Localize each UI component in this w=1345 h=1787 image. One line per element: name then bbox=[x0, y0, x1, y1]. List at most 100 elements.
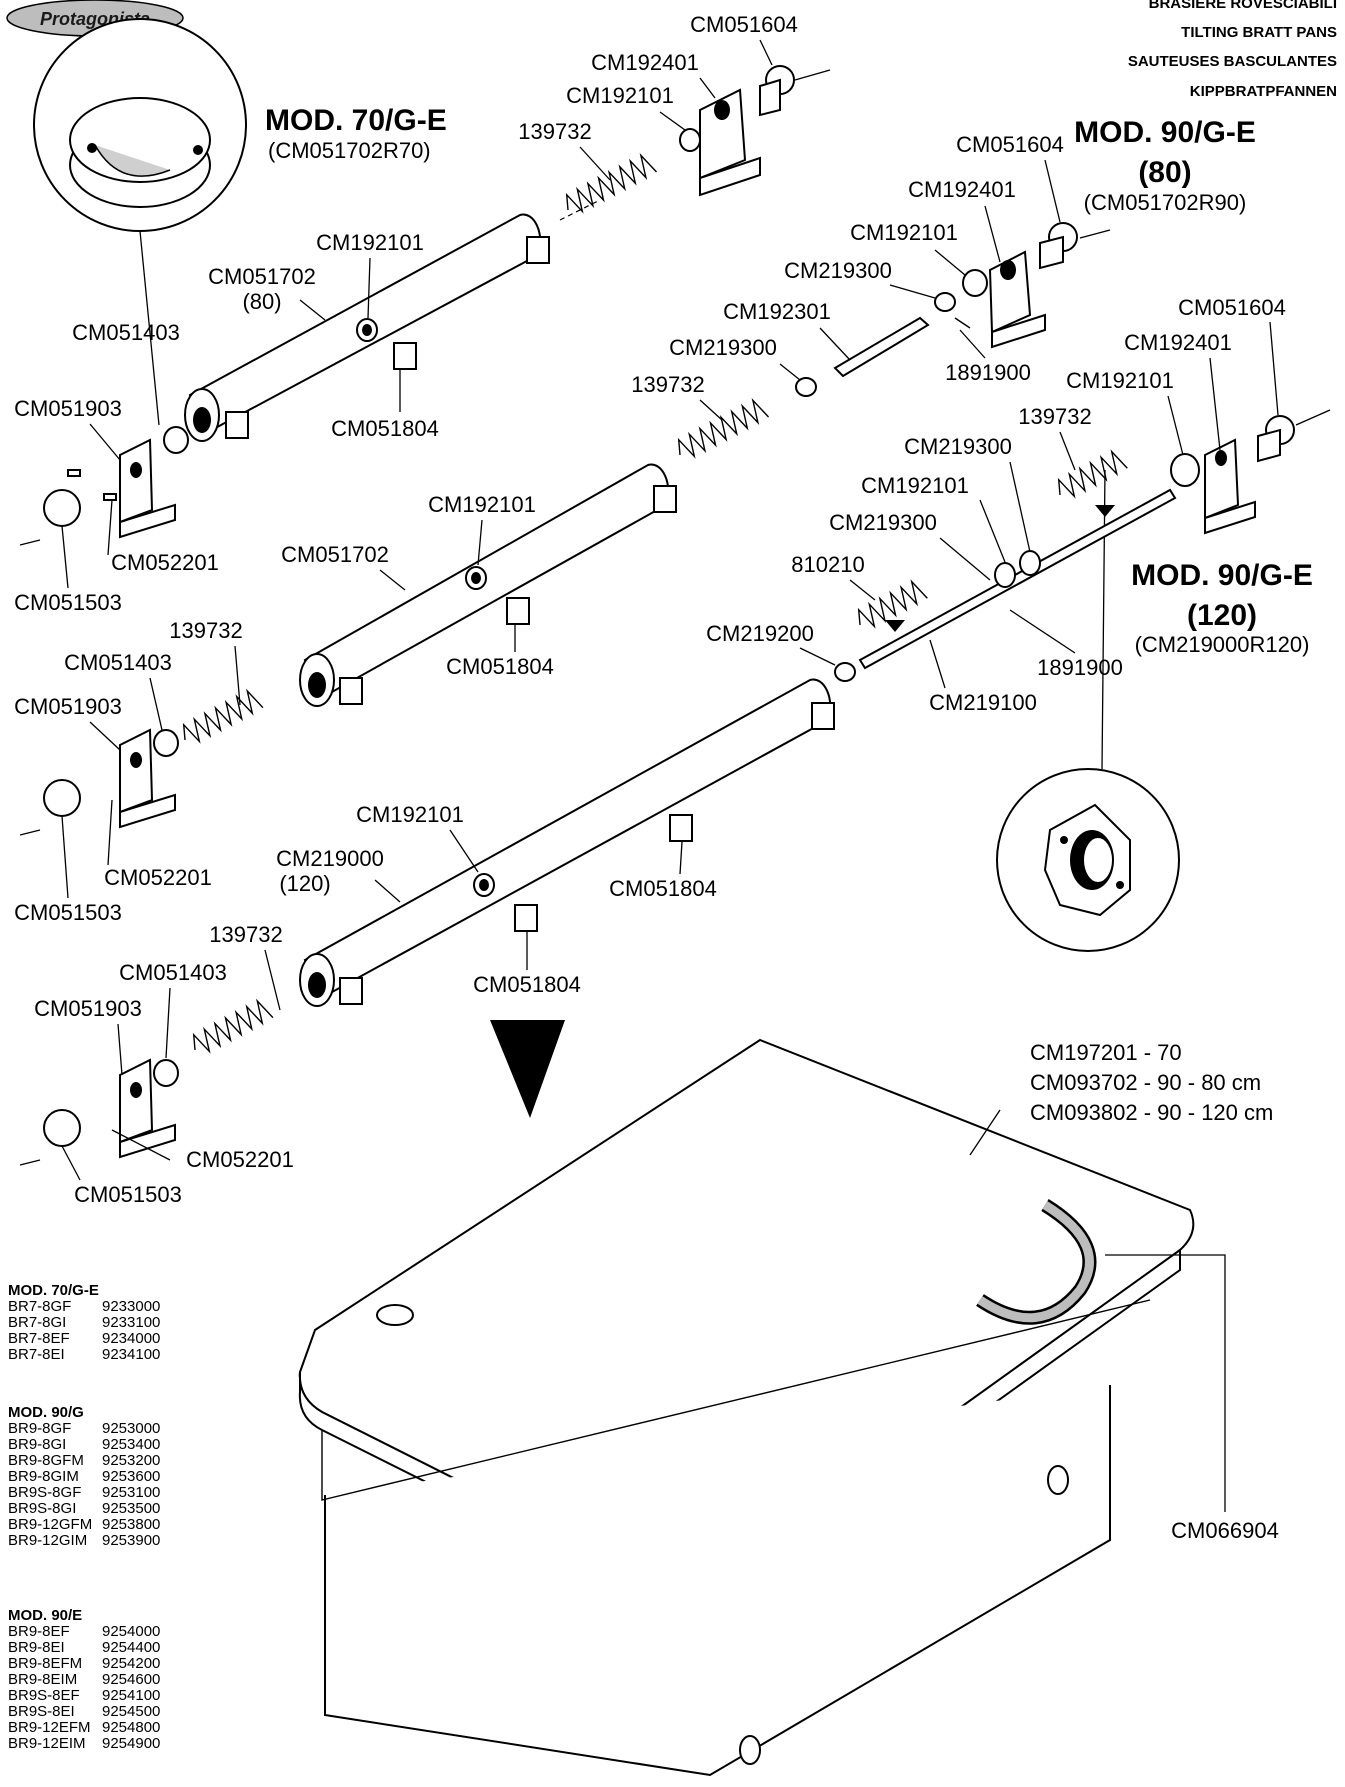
label-collar-mid: CM051403 bbox=[64, 650, 172, 675]
label-ring-90-80-b: CM219300 bbox=[669, 335, 777, 360]
label-ring-90-80: CM219300 bbox=[784, 258, 892, 283]
bratt-pan bbox=[298, 1038, 1226, 1777]
model-90-120-title: MOD. 90/G-E (120) (CM219000R120) bbox=[1131, 559, 1313, 657]
label-lid-3: CM093802 - 90 - 120 cm bbox=[1030, 1100, 1273, 1125]
model-code: BR9-12EFM bbox=[8, 1719, 91, 1736]
label-block-120-a: CM051804 bbox=[609, 876, 717, 901]
article-number: 9254000 bbox=[102, 1623, 160, 1640]
model-code: BR9-8EIM bbox=[8, 1671, 77, 1688]
article-number: 9253000 bbox=[102, 1420, 160, 1437]
label-spring-90-120: 139732 bbox=[1018, 404, 1091, 429]
label-block-mid: CM051804 bbox=[446, 654, 554, 679]
label-flange-90-80: CM051604 bbox=[956, 132, 1064, 157]
label-flange-left-mid: CM051503 bbox=[14, 900, 122, 925]
label-bracket-left-mid: CM051903 bbox=[14, 694, 122, 719]
header-line-4: KIPPBRATPFANNEN bbox=[1190, 83, 1337, 100]
label-bushing-90-120: CM192101 bbox=[1066, 368, 1174, 393]
article-number: 9253900 bbox=[102, 1532, 160, 1549]
header-line-3: SAUTEUSES BASCULANTES bbox=[1128, 53, 1337, 70]
label-lid-1: CM197201 - 70 bbox=[1030, 1040, 1182, 1065]
model-90-80-title: MOD. 90/G-E (80) (CM051702R90) bbox=[1074, 116, 1256, 215]
model-code: BR9S-8GF bbox=[8, 1484, 81, 1501]
model-code: BR9S-8EF bbox=[8, 1687, 80, 1704]
model-code: BR9-8GIM bbox=[8, 1468, 79, 1485]
label-cap: CM219200 bbox=[706, 621, 814, 646]
label-collar-70: CM051403 bbox=[72, 320, 180, 345]
label-flange-left-120: CM051503 bbox=[74, 1182, 182, 1207]
svg-text:(CM219000R120): (CM219000R120) bbox=[1135, 632, 1310, 657]
label-spring-90-80: 139732 bbox=[631, 372, 704, 397]
label-shaft-120-size: (120) bbox=[279, 871, 330, 896]
model-table-title: MOD. 90/E bbox=[8, 1607, 82, 1624]
label-pin-mid: CM052201 bbox=[104, 865, 212, 890]
article-number: 9254800 bbox=[102, 1719, 160, 1736]
model-code: BR9-8EF bbox=[8, 1623, 70, 1640]
header-titles: BRASIERE ROVESCIABILI TILTING BRATT PANS… bbox=[1128, 0, 1337, 100]
label-shaft-120-code: CM219000 bbox=[276, 846, 384, 871]
model-code: BR9-12GFM bbox=[8, 1516, 92, 1533]
label-pin-1891-b: 1891900 bbox=[1037, 655, 1123, 680]
assembly-mod-90-120 bbox=[19, 409, 1331, 1166]
model-code: BR9-12EIM bbox=[8, 1735, 86, 1752]
label-flange-top: CM051604 bbox=[690, 12, 798, 37]
label-ring-90-120-b: CM219300 bbox=[829, 510, 937, 535]
model-code: BR9-12GIM bbox=[8, 1532, 87, 1549]
model-code: BR7-8GF bbox=[8, 1298, 71, 1315]
label-bushing-90-80: CM192101 bbox=[850, 220, 958, 245]
header-line-2: TILTING BRATT PANS bbox=[1181, 24, 1337, 41]
model-code: BR9-8GFM bbox=[8, 1452, 84, 1469]
model-table-title: MOD. 70/G-E bbox=[8, 1282, 99, 1299]
model-code: BR7-8EF bbox=[8, 1330, 70, 1347]
article-number: 9233100 bbox=[102, 1314, 160, 1331]
label-block-70: CM051804 bbox=[331, 416, 439, 441]
label-flange-90-120: CM051604 bbox=[1178, 295, 1286, 320]
article-number: 9234100 bbox=[102, 1346, 160, 1363]
label-shaft-rod: CM192301 bbox=[723, 299, 831, 324]
label-bushing-top: CM192101 bbox=[566, 83, 674, 108]
svg-text:MOD. 70/G-E: MOD. 70/G-E bbox=[265, 104, 447, 137]
label-pin-120: CM052201 bbox=[186, 1147, 294, 1172]
label-bracket-left-120: CM051903 bbox=[34, 996, 142, 1021]
svg-text:(CM051702R70): (CM051702R70) bbox=[268, 138, 431, 163]
detail-circle-collar bbox=[33, 18, 247, 426]
label-bracket-90-120: CM192401 bbox=[1124, 330, 1232, 355]
svg-text:MOD. 90/G-E: MOD. 90/G-E bbox=[1131, 559, 1313, 592]
article-number: 9254900 bbox=[102, 1735, 160, 1752]
model-70-title: MOD. 70/G-E (CM051702R70) bbox=[265, 104, 447, 163]
article-number: 9254500 bbox=[102, 1703, 160, 1720]
svg-text:(120): (120) bbox=[1187, 599, 1257, 632]
label-bracket-90-80: CM192401 bbox=[908, 177, 1016, 202]
arrow-down-icon bbox=[490, 1020, 565, 1118]
article-number: 9253400 bbox=[102, 1436, 160, 1453]
assembly-mod-90-80 bbox=[19, 222, 1111, 836]
article-number: 9253800 bbox=[102, 1516, 160, 1533]
label-shaft-80-code: CM051702 bbox=[208, 264, 316, 289]
model-code: BR9-8GF bbox=[8, 1420, 71, 1437]
label-lid-2: CM093702 - 90 - 80 cm bbox=[1030, 1070, 1261, 1095]
label-pin-1891-a: 1891900 bbox=[945, 360, 1031, 385]
article-number: 9254100 bbox=[102, 1687, 160, 1704]
label-bushing-90-80-b: CM192101 bbox=[428, 492, 536, 517]
label-handle: CM066904 bbox=[1171, 1518, 1279, 1543]
label-spring-810: 810210 bbox=[791, 552, 864, 577]
label-shaft-80-size: (80) bbox=[242, 289, 281, 314]
label-rod-120: CM219100 bbox=[929, 690, 1037, 715]
label-flange-left-70: CM051503 bbox=[14, 590, 122, 615]
header-line-1: BRASIERE ROVESCIABILI bbox=[1149, 0, 1337, 12]
label-bushing-70: CM192101 bbox=[316, 230, 424, 255]
article-number: 9254400 bbox=[102, 1639, 160, 1656]
article-number: 9254200 bbox=[102, 1655, 160, 1672]
label-spring-mid: 139732 bbox=[169, 618, 242, 643]
svg-text:MOD. 90/G-E: MOD. 90/G-E bbox=[1074, 116, 1256, 149]
label-bushing-90-120-b: CM192101 bbox=[861, 473, 969, 498]
model-table-title: MOD. 90/G bbox=[8, 1404, 84, 1421]
spring-1 bbox=[565, 153, 658, 214]
label-ring-90-120: CM219300 bbox=[904, 434, 1012, 459]
model-code: BR9S-8EI bbox=[8, 1703, 75, 1720]
label-bracket-top: CM192401 bbox=[591, 50, 699, 75]
